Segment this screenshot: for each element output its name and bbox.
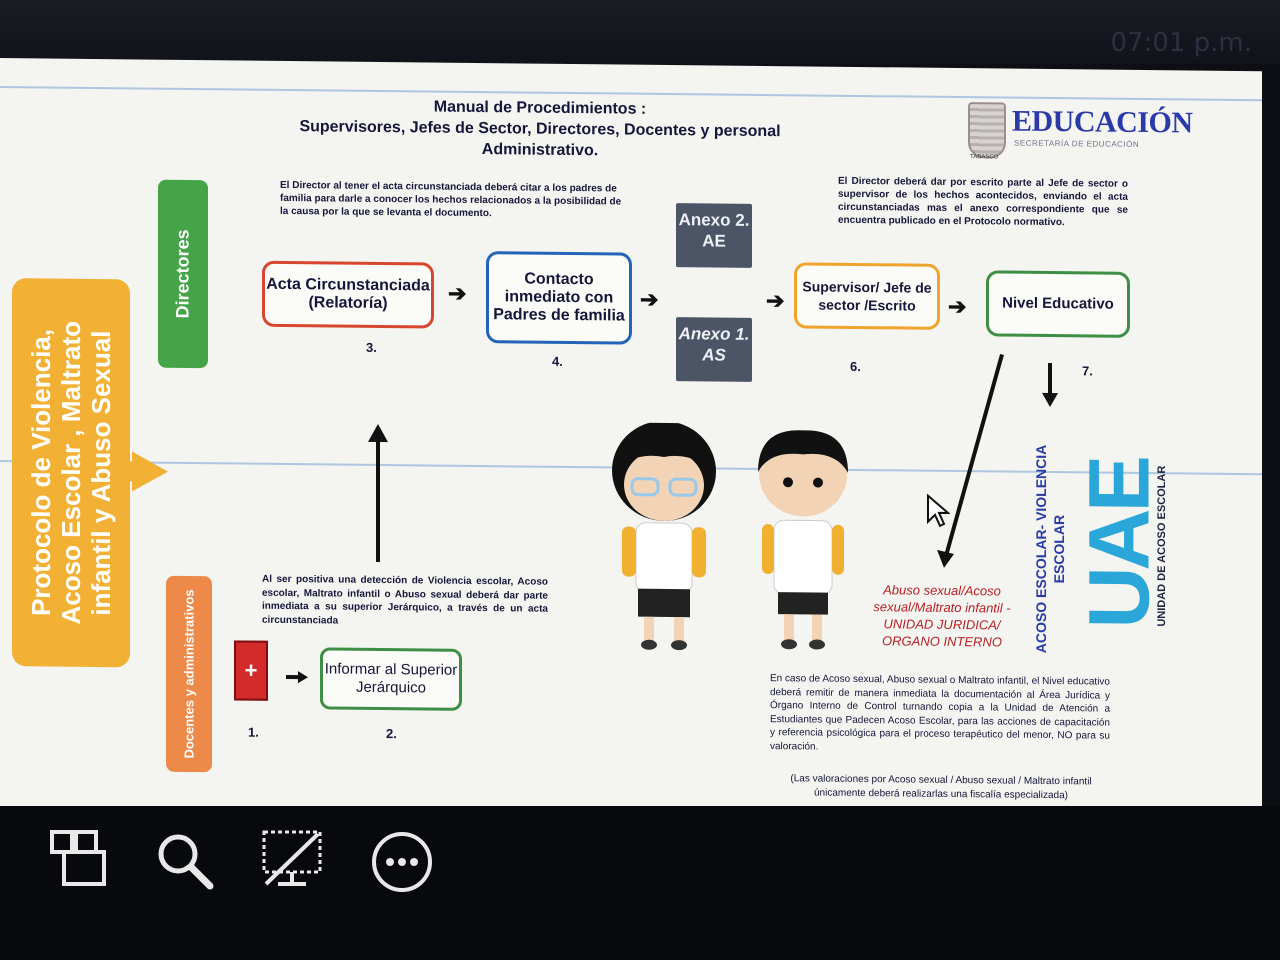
- slides-overview-icon[interactable]: [46, 826, 110, 890]
- note-deteccion: Al ser positiva una detección de Violenc…: [262, 573, 548, 627]
- note-nivel-remitir: En caso de Acoso sexual, Abuso sexual o …: [770, 673, 1110, 753]
- presentation-toolbar: [0, 806, 1280, 960]
- arrow-up-icon: [368, 423, 388, 443]
- uae-logo: UAE: [1072, 443, 1168, 644]
- arrow-down-icon: [1042, 392, 1058, 407]
- screen-off-icon[interactable]: [260, 826, 324, 890]
- girl-student-illustration: [612, 422, 716, 651]
- uae-logo-word: UAE: [1071, 458, 1168, 630]
- note-valoraciones: (Las valoraciones por Acoso sexual / Abu…: [790, 773, 1092, 801]
- boy-student-illustration: [758, 430, 848, 650]
- acoso-escolar-vertical-label: ACOSO ESCOLAR- VIOLENCIA ESCOLAR: [1033, 444, 1067, 654]
- uae-unit-label: UNIDAD DE ACOSO ESCOLAR: [1156, 465, 1168, 627]
- arrow-right-icon: [298, 671, 308, 684]
- search-icon[interactable]: [152, 828, 216, 892]
- arrow-diagonal-line: [944, 353, 1004, 557]
- first-aid-icon: +: [234, 640, 268, 701]
- mouse-cursor-icon: [927, 493, 950, 528]
- monitor-bezel: 07:01 p.m.: [0, 0, 1280, 64]
- presentation-slide: Manual de Procedimientos : Supervisores,…: [0, 58, 1262, 820]
- step-number: 1.: [248, 724, 259, 740]
- node-informar-superior: Informar al Superior Jerárquico: [320, 647, 462, 711]
- more-options-icon[interactable]: [370, 830, 434, 894]
- step-number: 2.: [386, 726, 397, 742]
- note-abuso-unidad-juridica: Abuso sexual/Acoso sexual/Maltrato infan…: [873, 582, 1011, 650]
- arrow-down-icon: [937, 549, 954, 568]
- clock-display: 07:01 p.m.: [1110, 28, 1252, 58]
- flow-connectors: [286, 353, 1058, 684]
